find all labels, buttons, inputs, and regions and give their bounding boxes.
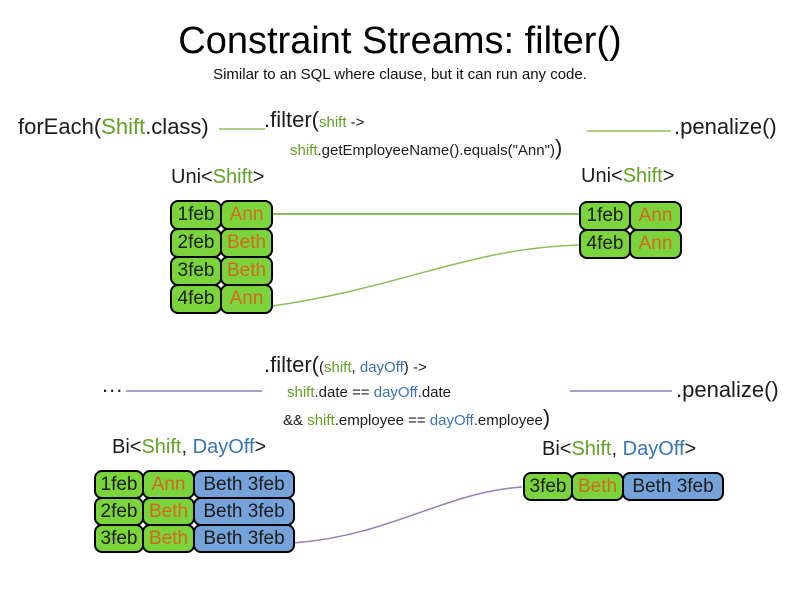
label-text-dayoff: DayOff (622, 438, 685, 460)
type-label-bi-right: Bi<Shift, DayOff> (542, 438, 696, 461)
code-text: ) (554, 135, 563, 160)
code-text: , (351, 359, 360, 376)
code-text-shift: shift (287, 384, 315, 401)
label-text: > (684, 438, 697, 460)
label-text: > (662, 165, 675, 187)
dayoff-cell: Beth 3feb (193, 524, 295, 553)
table-row: 3feb Beth (170, 256, 273, 286)
label-text: , (611, 438, 623, 460)
shift-employee-cell: Beth (220, 256, 273, 286)
code-filter-1-line2: shift.getEmployeeName().equals("Ann")) (264, 135, 562, 163)
label-text: Bi< (542, 438, 572, 460)
shift-employee-cell: Ann (629, 229, 682, 259)
type-label-bi-left: Bi<Shift, DayOff> (112, 436, 266, 459)
code-text: && (283, 412, 308, 429)
table-bi-source: 1feb Ann Beth 3feb 2feb Beth Beth 3feb 3… (94, 470, 295, 553)
code-filter-1: .filter(shift -> shift.getEmployeeName()… (264, 107, 562, 163)
table-uni-filtered: 1feb Ann 4feb Ann (579, 201, 682, 259)
shift-employee-cell: Beth (142, 497, 195, 526)
code-filter-1-line1: .filter(shift -> (264, 107, 562, 135)
shift-date-cell: 4feb (170, 284, 222, 314)
shift-employee-cell: Beth (571, 472, 624, 501)
code-filter-2-line3: && shift.employee == dayOff.employee) (264, 405, 550, 433)
shift-date-cell: 4feb (579, 229, 631, 259)
table-row: 1feb Ann Beth 3feb (94, 470, 295, 499)
code-penalize-2: .penalize() (676, 377, 779, 402)
code-text-shift: shift (319, 114, 347, 131)
code-text: ) -> (403, 359, 427, 376)
label-text: > (252, 166, 265, 188)
code-text: .filter( (264, 107, 319, 132)
code-text-shift: shift (290, 142, 318, 159)
connector-4feb-ann (271, 244, 580, 307)
code-text-dayoff: dayOff (359, 359, 404, 376)
shift-date-cell: 1feb (94, 470, 144, 499)
label-text-shift: Shift (622, 165, 663, 187)
table-row: 3feb Beth Beth 3feb (523, 472, 724, 501)
shift-date-cell: 3feb (523, 472, 573, 501)
label-text: , (181, 436, 193, 458)
label-text: Bi< (112, 436, 142, 458)
dayoff-cell: Beth 3feb (193, 497, 295, 526)
shift-employee-cell: Ann (220, 200, 273, 230)
label-text-shift: Shift (212, 166, 253, 188)
table-row: 2feb Beth Beth 3feb (94, 497, 295, 526)
shift-date-cell: 3feb (94, 524, 144, 553)
code-text-shift: Shift (101, 114, 146, 139)
page-title: Constraint Streams: filter() (178, 20, 622, 62)
shift-date-cell: 1feb (170, 200, 222, 230)
shift-employee-cell: Ann (220, 284, 273, 314)
code-penalize-1: .penalize() (674, 114, 777, 139)
table-bi-filtered: 3feb Beth Beth 3feb (523, 472, 724, 501)
code-ellipsis: ... (102, 372, 124, 397)
code-foreach: forEach(Shift.class) (18, 114, 209, 140)
table-row: 4feb Ann (579, 229, 682, 259)
code-filter-2: .filter((shift, dayOff) -> shift.date ==… (264, 352, 550, 433)
label-text: > (254, 436, 267, 458)
shift-employee-cell: Beth (142, 524, 195, 553)
label-text: Uni< (171, 166, 213, 188)
shift-employee-cell: Beth (220, 228, 273, 258)
code-text: .filter( (264, 352, 319, 377)
label-text: Uni< (581, 165, 623, 187)
dayoff-cell: Beth 3feb (622, 472, 724, 501)
code-text: .employee == (334, 412, 430, 429)
code-text: .getEmployeeName().equals("Ann") (317, 142, 555, 159)
page-subtitle: Similar to an SQL where clause, but it c… (213, 66, 587, 83)
code-text: -> (346, 114, 365, 131)
code-text: forEach( (18, 114, 102, 139)
shift-employee-cell: Ann (142, 470, 195, 499)
label-text-dayoff: DayOff (192, 436, 255, 458)
shift-date-cell: 2feb (94, 497, 144, 526)
shift-employee-cell: Ann (629, 201, 682, 231)
code-text: .date == (314, 384, 374, 401)
code-text: ( (319, 359, 324, 376)
code-text-shift: shift (324, 359, 352, 376)
code-text: .employee (473, 412, 543, 429)
dayoff-cell: Beth 3feb (193, 470, 295, 499)
type-label-uni-right: Uni<Shift> (581, 165, 674, 188)
table-row: 4feb Ann (170, 284, 273, 314)
type-label-uni-left: Uni<Shift> (171, 166, 264, 189)
shift-date-cell: 1feb (579, 201, 631, 231)
code-text: .date (417, 384, 452, 401)
table-uni-source: 1feb Ann 2feb Beth 3feb Beth 4feb Ann (170, 200, 273, 314)
label-text-shift: Shift (571, 438, 612, 460)
code-text: .class) (145, 114, 209, 139)
table-row: 2feb Beth (170, 228, 273, 258)
connector-3feb-beth-pair (292, 486, 523, 544)
code-text-dayoff: dayOff (373, 384, 418, 401)
label-text-shift: Shift (141, 436, 182, 458)
table-row: 1feb Ann (579, 201, 682, 231)
shift-date-cell: 3feb (170, 256, 222, 286)
code-filter-2-line2: shift.date == dayOff.date (264, 380, 550, 405)
code-filter-2-line1: .filter((shift, dayOff) -> (264, 352, 550, 380)
code-text-dayoff: dayOff (429, 412, 474, 429)
shift-date-cell: 2feb (170, 228, 222, 258)
code-text: ) (542, 405, 551, 430)
code-text-shift: shift (307, 412, 335, 429)
table-row: 1feb Ann (170, 200, 273, 230)
table-row: 3feb Beth Beth 3feb (94, 524, 295, 553)
